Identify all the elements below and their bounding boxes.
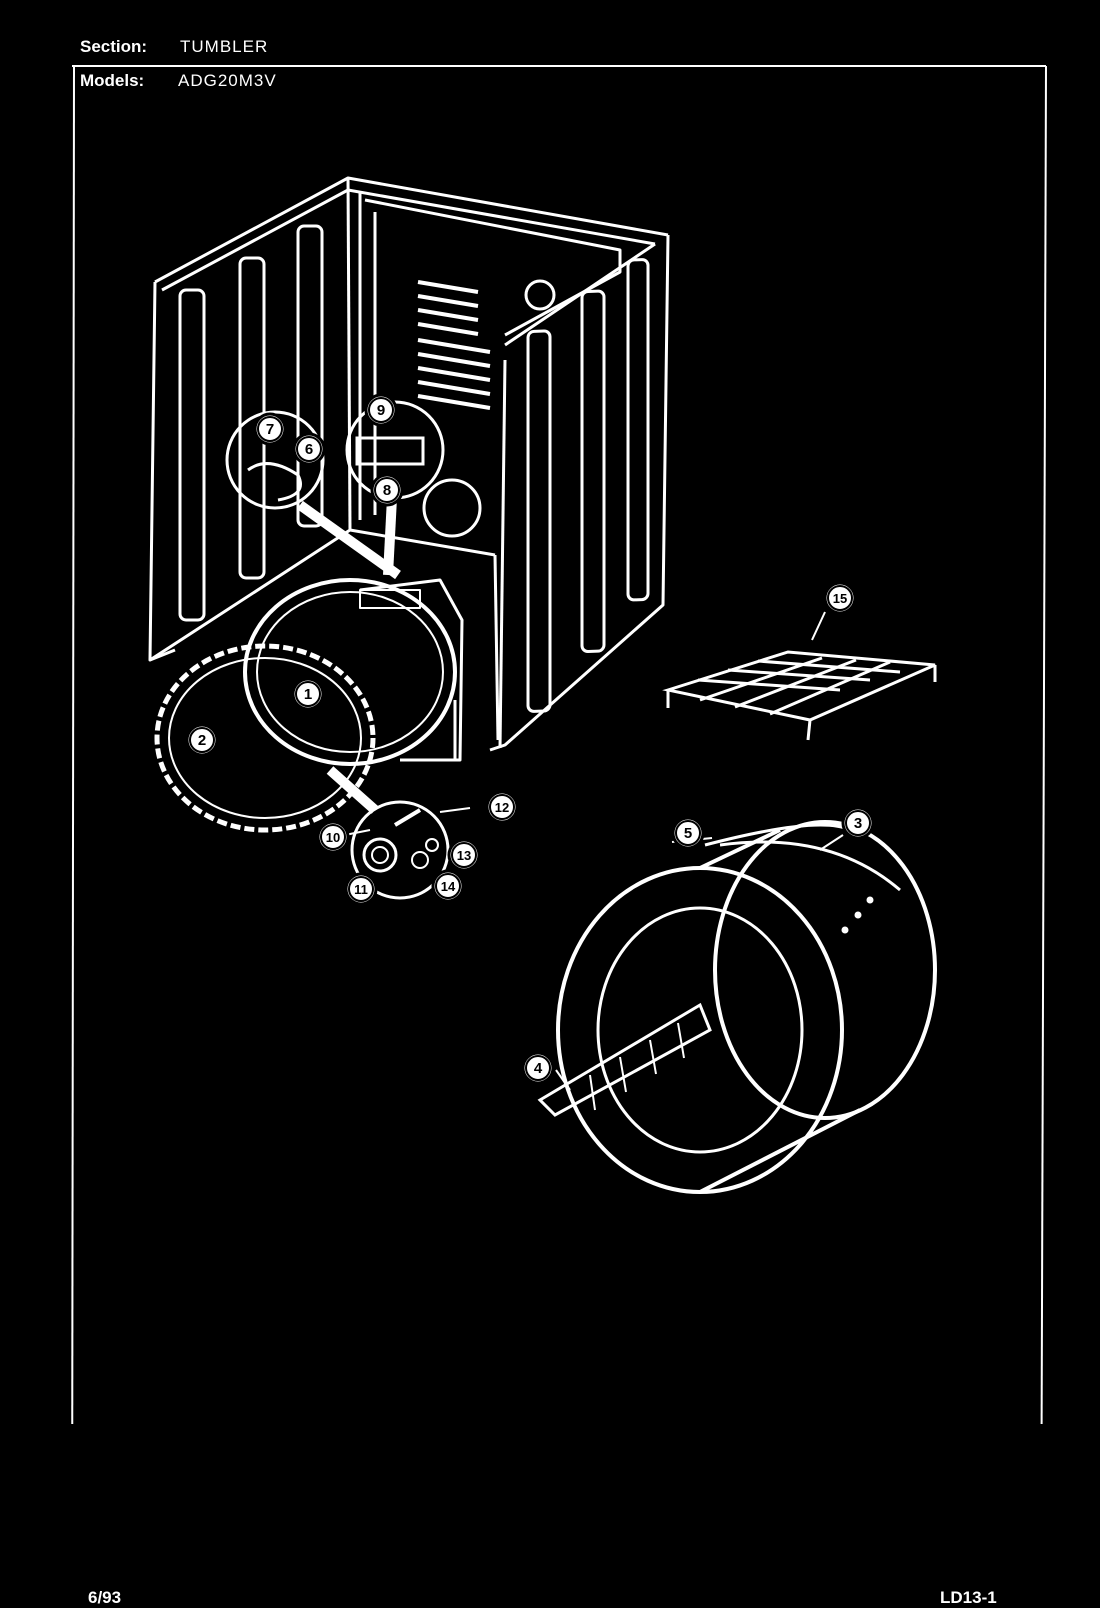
callout-label-1: 1 (304, 686, 312, 703)
callout-label-9: 9 (377, 402, 385, 419)
callout-ring-3 (845, 810, 871, 836)
callout-7: 7 (253, 412, 287, 446)
callout-10: 10 (316, 820, 350, 854)
callout-label-13: 13 (457, 848, 471, 863)
callout-label-12: 12 (495, 800, 509, 815)
callout-circle-11 (344, 872, 378, 906)
callout-circle-13 (447, 838, 481, 872)
callout-ring-5 (675, 820, 701, 846)
drum (537, 820, 937, 1194)
callout-2: 2 (185, 723, 219, 757)
callout-label-11: 11 (354, 882, 368, 897)
callout-ring-4 (525, 1055, 551, 1081)
callout-13: 13 (447, 838, 481, 872)
drying-rack (662, 650, 937, 741)
callout-9: 9 (364, 393, 398, 427)
cabinet (148, 176, 670, 752)
section-value: TUMBLER (180, 37, 269, 56)
callout-label-4: 4 (534, 1060, 543, 1077)
callout-ring-1 (295, 681, 321, 707)
models-label: Models: (80, 71, 145, 90)
callout-label-6: 6 (305, 441, 313, 458)
callout-ring-8 (374, 477, 400, 503)
callout-ring-7 (257, 416, 283, 442)
callout-circle-5 (671, 816, 705, 850)
callout-12: 12 (485, 790, 519, 824)
callout-3: 3 (841, 806, 875, 840)
callout-circle-6 (292, 432, 326, 466)
callout-label-8: 8 (383, 482, 391, 499)
models-value: ADG20M3V (178, 71, 277, 90)
callout-circle-15 (823, 581, 857, 615)
callout-ring-13 (451, 842, 477, 868)
callout-4: 4 (521, 1051, 555, 1085)
callout-circle-14 (431, 869, 465, 903)
drum-rings (154, 578, 464, 833)
callout-ring-11 (348, 876, 374, 902)
callout-circle-2 (185, 723, 219, 757)
section-label: Section: (80, 37, 148, 56)
callout-label-3: 3 (854, 815, 862, 832)
callout-circle-7 (253, 412, 287, 446)
callout-ring-14 (435, 873, 461, 899)
callout-15: 15 (823, 581, 857, 615)
callout-6: 6 (292, 432, 326, 466)
callout-ring-15 (827, 585, 853, 611)
callout-5: 5 (671, 816, 705, 850)
footer-page-code: LD13-1 (940, 1588, 997, 1607)
callout-14: 14 (431, 869, 465, 903)
callout-ring-9 (368, 397, 394, 423)
callout-circle-12 (485, 790, 519, 824)
callout-circle-3 (841, 806, 875, 840)
callout-label-10: 10 (326, 830, 340, 845)
callout-ring-10 (320, 824, 346, 850)
callout-label-5: 5 (684, 825, 692, 842)
callout-label-15: 15 (833, 591, 847, 606)
callout-ring-12 (489, 794, 515, 820)
callout-circle-10 (316, 820, 350, 854)
callout-circle-9 (364, 393, 398, 427)
callout-ring-6 (296, 436, 322, 462)
callout-label-2: 2 (198, 732, 206, 749)
callout-circle-8 (370, 473, 404, 507)
callout-circle-4 (521, 1051, 555, 1085)
callout-ring-2 (189, 727, 215, 753)
callout-11: 11 (344, 872, 378, 906)
callout-1: 1 (291, 677, 325, 711)
callout-label-14: 14 (441, 879, 456, 894)
callout-8: 8 (370, 473, 404, 507)
footer-date: 6/93 (88, 1588, 122, 1607)
callout-label-7: 7 (266, 421, 274, 438)
callout-circle-1 (291, 677, 325, 711)
page-frame (71, 65, 1047, 1424)
